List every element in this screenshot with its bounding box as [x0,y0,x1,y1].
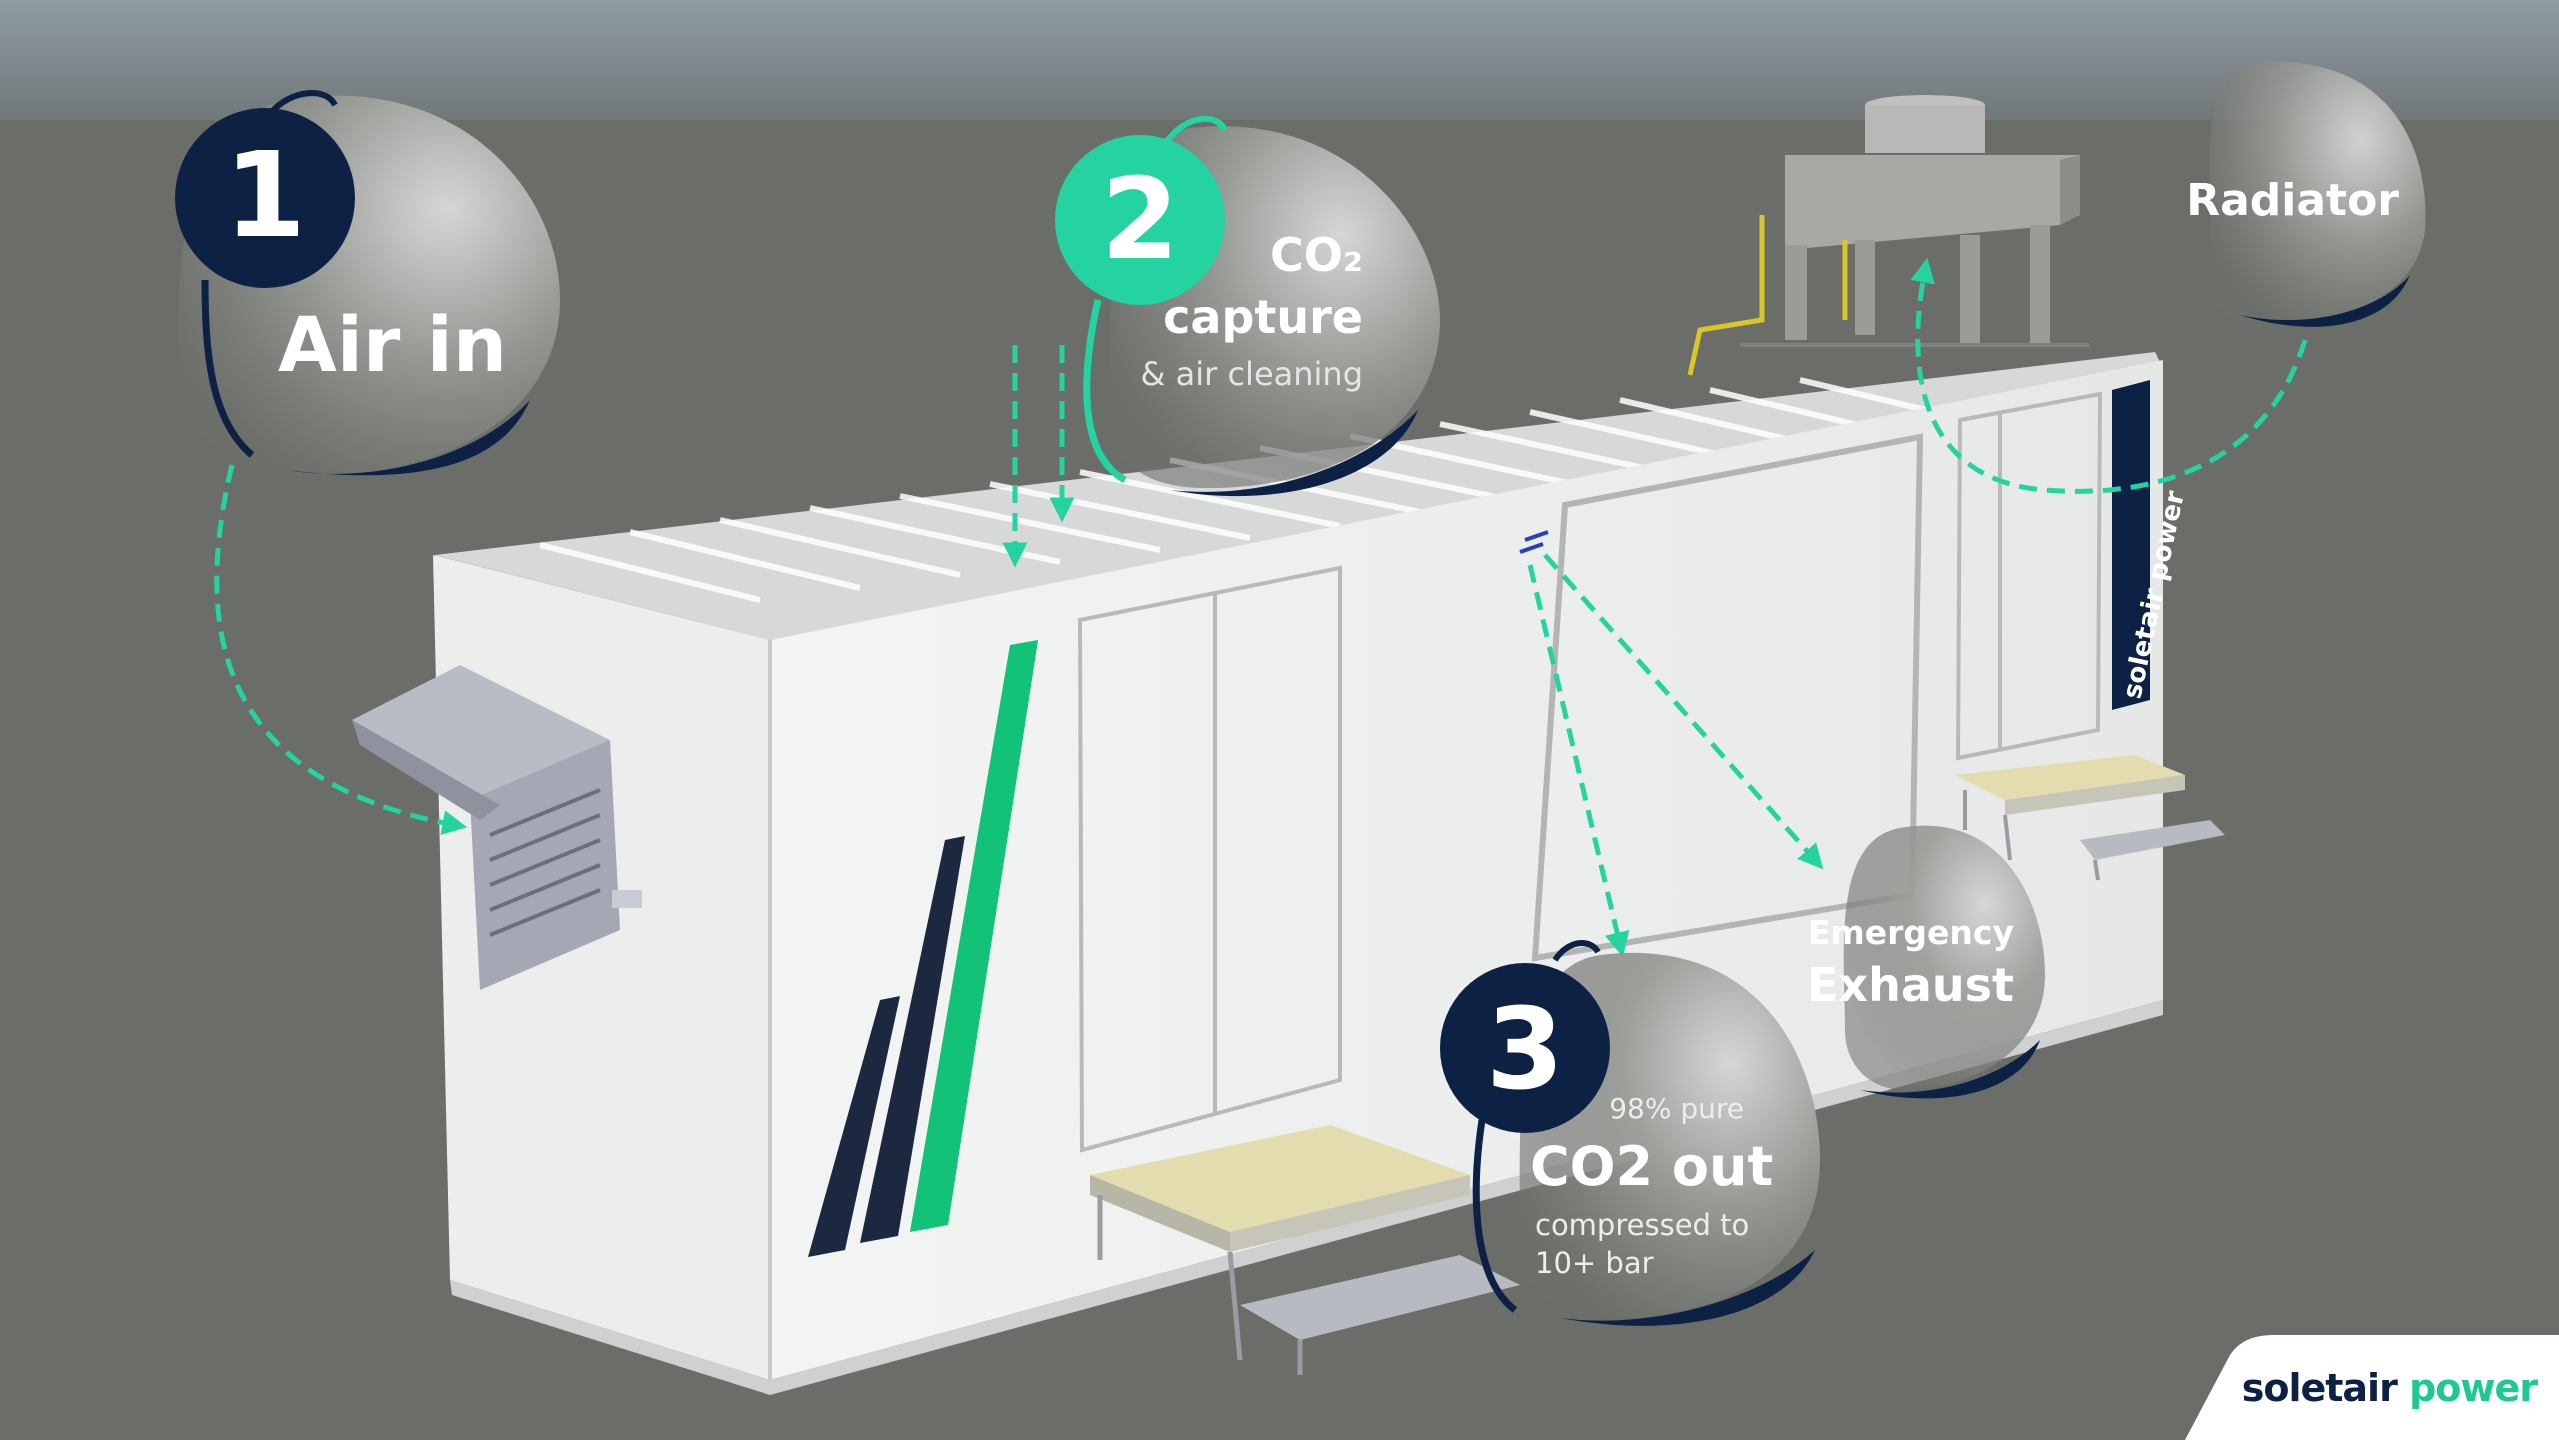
end-door [1955,391,2103,761]
step-number-badge-2 [1055,135,1225,305]
dashed-arrow-icon [1543,553,1824,870]
step-number-badge-1 [175,108,355,288]
callout-air-in [175,90,561,476]
dashed-arrow-icon [214,464,468,836]
co2-capture-subtitle: & air cleaning [1140,355,1364,393]
brand-logo: soletair power [2241,1366,2538,1410]
step-number-2: 2 [1101,155,1179,285]
co2-out-pre: 98% pure [1609,1092,1744,1125]
callout-radiator [2208,61,2426,327]
brand-logo-part1: soletair [2241,1366,2398,1410]
flow-arrows [214,257,2308,958]
co2-capture-title-line1: CO₂ [1269,228,1363,282]
vent-hood-icon [352,665,642,990]
logo-stripe-green [910,640,1038,1232]
co2-capture-title-line2: capture [1163,290,1363,344]
co2-out-title: CO2 out [1530,1135,1774,1198]
brand-logo-part2: power [2409,1366,2538,1410]
co2-out-sub-line2: 10+ bar [1535,1246,1654,1280]
stair-step-icon [1090,755,2225,1375]
radiator-fan-icon [1687,95,2090,376]
radiator-title: Radiator [2186,175,2399,226]
container-side [770,360,2163,1380]
brand-panel [2112,380,2150,710]
logo-stripe-navy-1 [860,836,965,1243]
step-number-3: 3 [1486,985,1564,1115]
logo-stripe-navy-2 [808,996,900,1257]
exhaust-outlet [1519,530,1549,554]
emergency-title-line1: Emergency [1807,913,2014,952]
side-door [1077,565,1342,1153]
container-unit: soletair power [352,95,2225,1395]
emergency-title-line2: Exhaust [1807,958,2014,1012]
dashed-arrow-icon [1910,257,2308,494]
sky [0,0,2559,130]
callout-emergency-exhaust [1843,825,2045,1099]
callout-co2-capture [1055,115,1440,497]
air-in-title: Air in [278,300,507,389]
callout-co2-out [1440,940,1820,1326]
brand-corner [2185,1335,2559,1440]
dashed-arrow-icon [1527,564,1630,958]
co2-out-sub-line1: compressed to [1535,1208,1750,1242]
step-number-1: 1 [223,126,307,264]
step-number-badge-3 [1440,963,1610,1133]
